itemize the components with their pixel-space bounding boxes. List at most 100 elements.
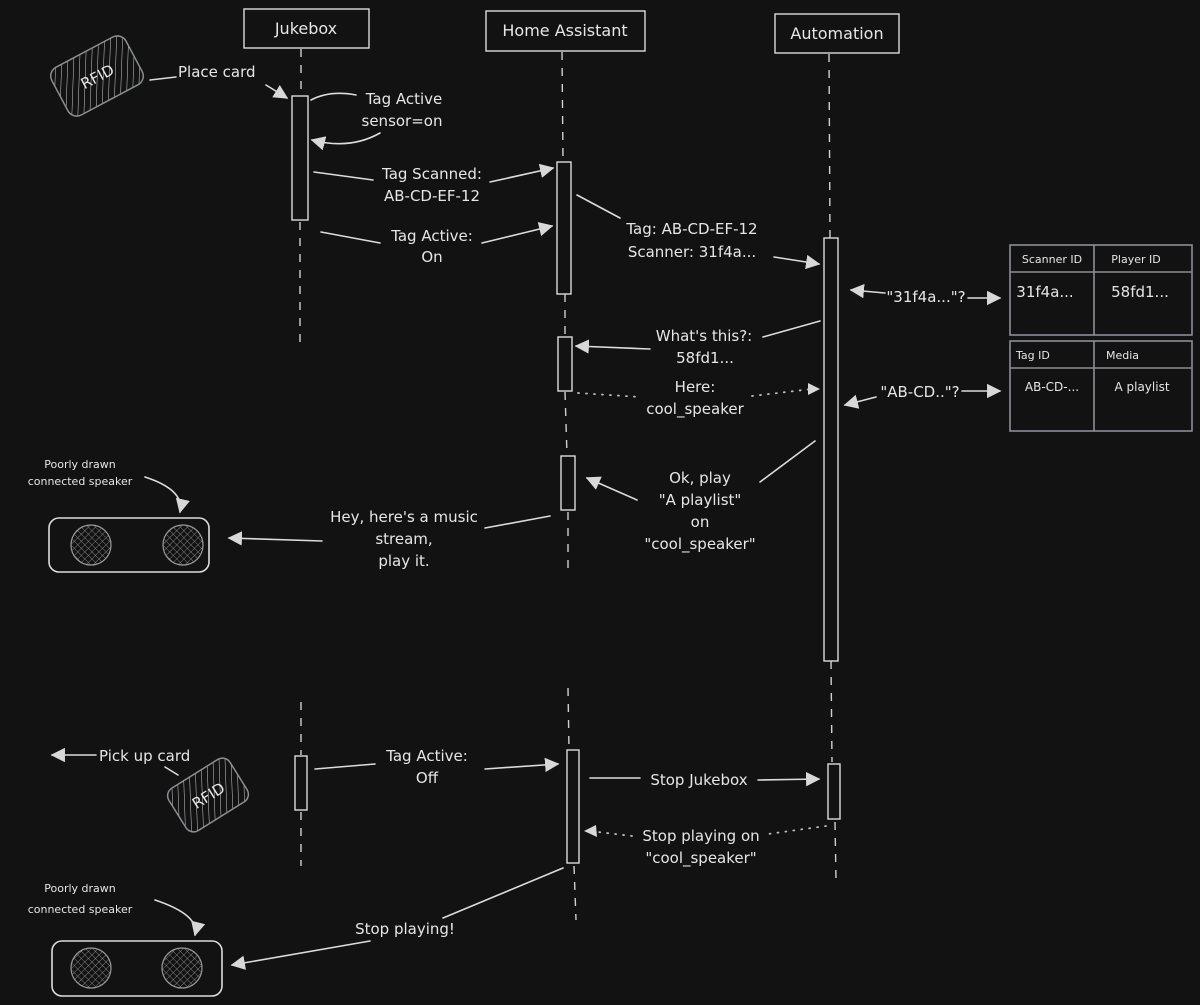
message-music-stream: Hey, here's a music — [330, 508, 478, 526]
table-header: Tag ID — [1015, 349, 1050, 362]
arrow — [484, 515, 551, 529]
message-on: on — [691, 513, 710, 531]
table-cell: A playlist — [1114, 380, 1169, 394]
table-cell: 31f4a... — [1016, 283, 1073, 301]
tag-table: Tag ID Media AB-CD-... A playlist — [1009, 340, 1193, 432]
message-place-card: Place card — [178, 63, 256, 81]
message-lookup-scanner: "31f4a..."? — [886, 288, 965, 306]
arrow-head — [584, 825, 597, 837]
arrow — [313, 171, 374, 181]
arrow — [230, 940, 371, 970]
speaker-note-line: connected speaker — [28, 475, 133, 488]
message-here: Here: — [675, 378, 716, 396]
rfid-card: RFID — [50, 35, 144, 117]
connected-speaker — [48, 517, 210, 573]
table-header: Media — [1106, 349, 1139, 362]
activation-home-assistant — [560, 455, 576, 511]
table-header: Scanner ID — [1022, 253, 1082, 266]
dotted-arrow — [597, 831, 633, 837]
message-pick-up-card: Pick up card — [99, 747, 190, 765]
participant-automation: Automation — [774, 13, 900, 54]
message-tag-scanned: Tag Scanned: — [381, 165, 482, 183]
scanner-table: Scanner ID Player ID 31f4a... 58fd1... — [1009, 244, 1193, 336]
dotted-arrow — [751, 388, 813, 397]
lifeline-home-assistant — [564, 391, 568, 456]
arrow — [576, 194, 621, 219]
message-off: Off — [416, 769, 439, 787]
arrow — [144, 476, 190, 514]
table-cell: AB-CD-... — [1025, 380, 1079, 394]
arrow — [314, 763, 376, 770]
message-speaker: "cool_speaker" — [645, 849, 756, 868]
participant-box — [243, 8, 370, 49]
arrow — [762, 320, 821, 338]
message-tag-active: Tag Active: — [385, 747, 468, 765]
speaker-note: Poorly drawn connected speaker — [28, 458, 190, 514]
participant-box — [774, 13, 900, 54]
speaker-note-line: connected speaker — [28, 903, 133, 916]
arrow — [164, 766, 179, 776]
arrow — [442, 867, 564, 919]
message-play-it: play it. — [378, 552, 429, 570]
arrow — [320, 231, 381, 244]
lifeline-home-assistant — [573, 865, 577, 921]
connected-speaker — [51, 940, 223, 997]
arrow — [310, 92, 357, 101]
message-playlist: "A playlist" — [659, 491, 742, 509]
lifeline-home-assistant — [561, 51, 564, 163]
message-stream: stream, — [375, 530, 432, 548]
arrow — [849, 283, 886, 299]
arrow-head — [808, 383, 820, 395]
message-sensor-on: sensor=on — [362, 112, 443, 130]
arrow — [773, 254, 821, 270]
arrow — [154, 899, 206, 937]
lifeline-automation — [828, 53, 831, 239]
activation-automation — [827, 763, 841, 820]
message-tag-active: Tag Active: — [390, 227, 473, 245]
participant-box — [485, 10, 646, 52]
participant-home-assistant: Home Assistant — [485, 10, 646, 52]
speaker-note-line: Poorly drawn — [44, 882, 116, 895]
speaker-cone — [162, 524, 204, 566]
dotted-arrow — [577, 392, 641, 398]
lifeline-automation — [834, 821, 837, 881]
activation-jukebox — [294, 755, 308, 811]
message-scanner: Scanner: 31f4a... — [628, 243, 756, 261]
message-stop-playing: Stop playing! — [355, 920, 455, 938]
message-stop-jukebox: Stop Jukebox — [650, 771, 747, 789]
message-ok-play: Ok, play — [669, 469, 731, 487]
arrow — [585, 476, 638, 501]
arrow — [310, 132, 381, 151]
message-stop-playing-on: Stop playing on — [642, 827, 759, 845]
speaker-cone — [70, 524, 112, 566]
activation-automation — [823, 237, 839, 662]
participant-label: Jukebox — [274, 19, 337, 38]
table-frame — [1009, 244, 1193, 336]
arrow — [843, 394, 877, 409]
message-speaker: "cool_speaker" — [644, 535, 755, 554]
speaker-cone — [70, 947, 112, 989]
message-tag: Tag: AB-CD-EF-12 — [625, 220, 757, 238]
arrow — [227, 531, 323, 546]
arrow — [484, 757, 560, 773]
arrow — [757, 772, 821, 787]
message-on: On — [421, 248, 442, 266]
message-cool-speaker: cool_speaker — [646, 400, 744, 419]
dotted-arrow — [767, 825, 827, 835]
lifeline-automation — [830, 660, 833, 763]
arrow — [489, 163, 555, 183]
speaker-note: Poorly drawn connected speaker — [28, 882, 206, 937]
participant-label: Home Assistant — [502, 21, 627, 40]
table-frame — [1009, 340, 1193, 432]
rfid-card: RFID — [166, 757, 250, 833]
arrow — [574, 339, 651, 354]
place-card-line — [149, 76, 177, 81]
message-lookup-tag: "AB-CD.."? — [880, 383, 959, 401]
table-cell: 58fd1... — [1111, 283, 1169, 301]
activation-home-assistant — [556, 161, 572, 295]
activation-home-assistant — [557, 336, 573, 392]
lifeline-home-assistant — [567, 687, 570, 751]
arrow — [759, 440, 816, 483]
activation-jukebox — [291, 95, 309, 221]
